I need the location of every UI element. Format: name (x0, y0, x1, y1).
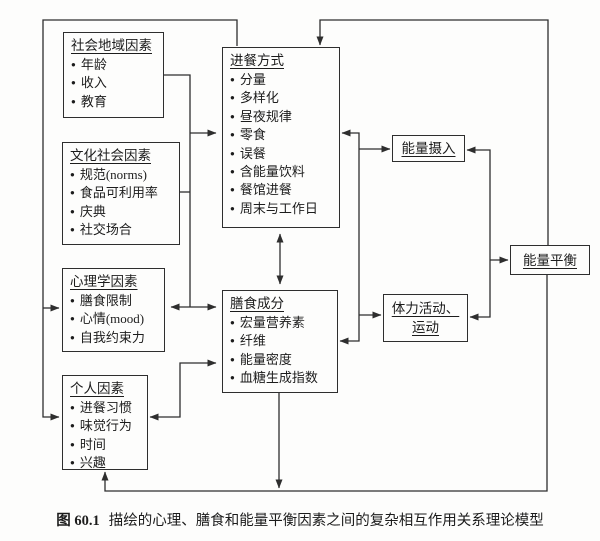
bullet-list: 宏量营养素 纤维 能量密度 血糖生成指数 (230, 314, 332, 388)
list-item: 时间 (70, 436, 142, 454)
list-item: 零食 (230, 126, 334, 144)
list-item: 血糖生成指数 (230, 369, 332, 387)
box-title: 心理学因素 (70, 274, 138, 289)
list-item: 庆典 (70, 203, 174, 221)
box-dietary-composition: 膳食成分 宏量营养素 纤维 能量密度 血糖生成指数 (222, 290, 338, 393)
list-item: 分量 (230, 71, 334, 89)
bullet-list: 进餐习惯 味觉行为 时间 兴趣 (70, 399, 142, 473)
box-eating-mode: 进餐方式 分量 多样化 昼夜规律 零食 误餐 含能量饮料 餐馆进餐 周末与工作日 (222, 47, 340, 228)
bullet-list: 分量 多样化 昼夜规律 零食 误餐 含能量饮料 餐馆进餐 周末与工作日 (230, 71, 334, 218)
list-item: 兴趣 (70, 454, 142, 472)
box-physical-activity: 体力活动、 运动 (383, 294, 468, 342)
list-item: 餐馆进餐 (230, 181, 334, 199)
bullet-list: 年龄 收入 教育 (71, 56, 158, 111)
box-title: 能量平衡 (523, 252, 577, 268)
list-item: 收入 (71, 74, 158, 92)
box-energy-balance: 能量平衡 (510, 245, 590, 275)
bullet-list: 规范(norms) 食品可利用率 庆典 社交场合 (70, 166, 174, 240)
box-psychological-factors: 心理学因素 膳食限制 心情(mood) 自我约束力 (62, 268, 165, 352)
list-item: 自我约束力 (70, 329, 159, 347)
list-item: 味觉行为 (70, 417, 142, 435)
box-social-regional-factors: 社会地域因素 年龄 收入 教育 (63, 32, 164, 118)
box-energy-intake: 能量摄入 (392, 135, 465, 162)
list-item: 宏量营养素 (230, 314, 332, 332)
list-item: 含能量饮料 (230, 163, 334, 181)
box-title: 膳食成分 (230, 296, 284, 311)
list-item: 社交场合 (70, 221, 174, 239)
box-title: 社会地域因素 (71, 38, 152, 53)
list-item: 教育 (71, 93, 158, 111)
box-cultural-social-factors: 文化社会因素 规范(norms) 食品可利用率 庆典 社交场合 (62, 142, 180, 245)
box-title-line2: 运动 (412, 320, 439, 335)
box-title: 进餐方式 (230, 53, 284, 68)
list-item: 多样化 (230, 89, 334, 107)
list-item: 膳食限制 (70, 292, 159, 310)
box-title: 能量摄入 (401, 141, 456, 156)
list-item: 规范(norms) (70, 166, 174, 184)
list-item: 能量密度 (230, 351, 332, 369)
figure-number: 图 60.1 (56, 513, 100, 529)
box-personal-factors: 个人因素 进餐习惯 味觉行为 时间 兴趣 (62, 375, 148, 470)
list-item: 心情(mood) (70, 310, 159, 328)
list-item: 误餐 (230, 145, 334, 163)
figure-caption: 图 60.1 描绘的心理、膳食和能量平衡因素之间的复杂相互作用关系理论模型 (0, 509, 600, 530)
bullet-list: 膳食限制 心情(mood) 自我约束力 (70, 292, 159, 347)
list-item: 年龄 (71, 56, 158, 74)
caption-text: 描绘的心理、膳食和能量平衡因素之间的复杂相互作用关系理论模型 (108, 513, 544, 529)
list-item: 进餐习惯 (70, 399, 142, 417)
list-item: 食品可利用率 (70, 184, 174, 202)
list-item: 昼夜规律 (230, 108, 334, 126)
box-title: 文化社会因素 (70, 148, 151, 163)
list-item: 周末与工作日 (230, 200, 334, 218)
box-title: 个人因素 (70, 381, 124, 396)
box-title-line1: 体力活动、 (391, 301, 460, 316)
list-item: 纤维 (230, 332, 332, 350)
